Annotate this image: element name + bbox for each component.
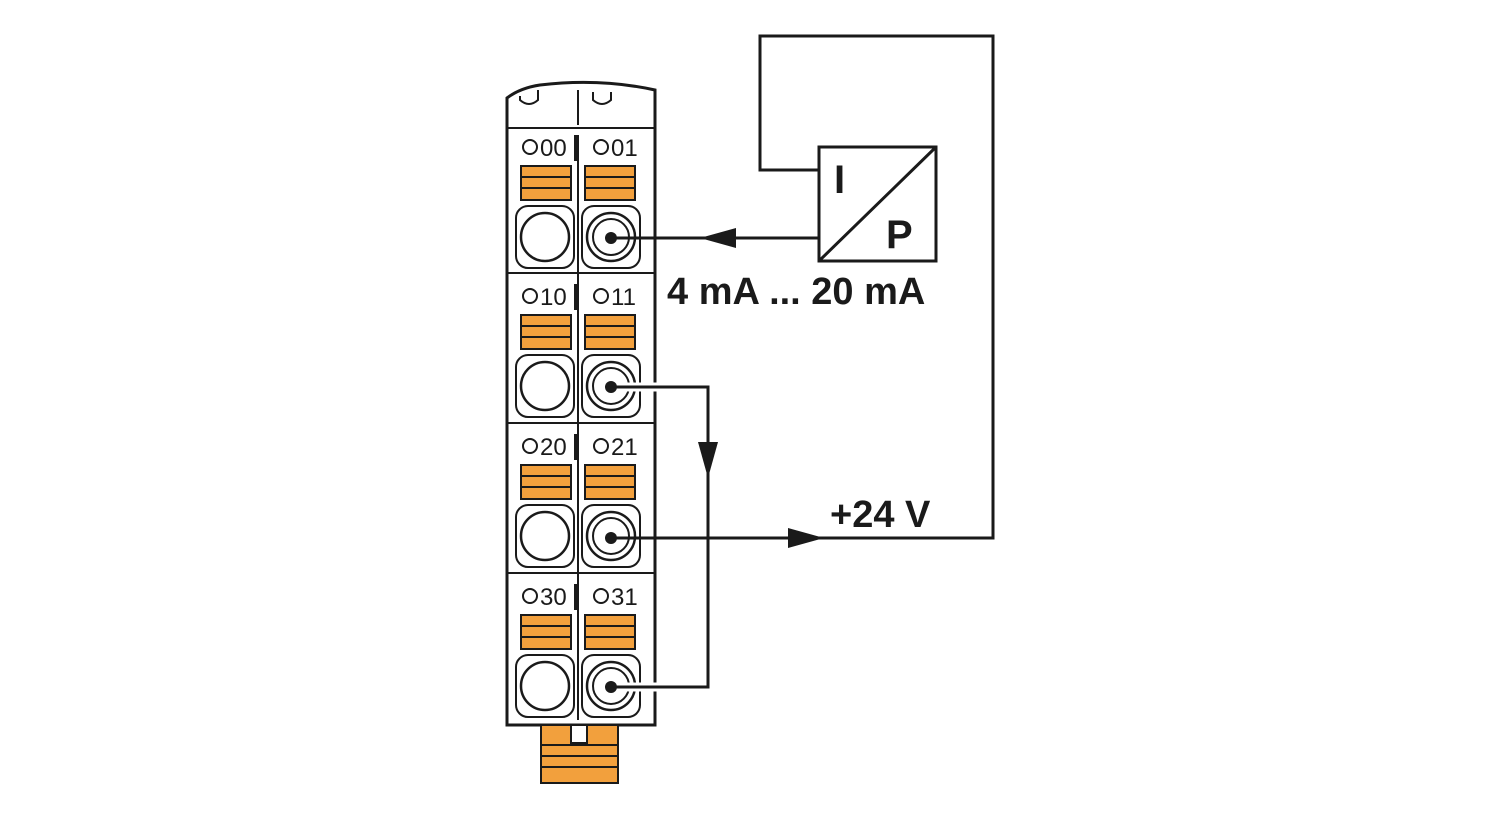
clamp-frame-right bbox=[581, 504, 641, 568]
supply-arrow-icon bbox=[788, 528, 824, 548]
terminal-marker-icon bbox=[522, 438, 538, 454]
terminal-rows: 00 01 10 11 bbox=[507, 127, 655, 718]
terminal-01-dot bbox=[605, 232, 617, 244]
ip-converter: I P bbox=[817, 145, 938, 263]
terminal-marker-icon bbox=[593, 139, 609, 155]
terminal-label: 21 bbox=[611, 434, 638, 461]
converter-output-label: P bbox=[886, 213, 913, 257]
connector-notch bbox=[570, 724, 588, 744]
ip-converter-diagonal bbox=[817, 145, 938, 263]
terminal-marker-icon bbox=[593, 588, 609, 604]
ip-converter-box bbox=[817, 145, 938, 263]
supply-loop-wire bbox=[758, 34, 995, 540]
terminal-label: 20 bbox=[540, 434, 567, 461]
terminal-row: 30 31 bbox=[507, 572, 655, 718]
terminal-label: 11 bbox=[611, 284, 636, 311]
terminal-marker-icon bbox=[522, 288, 538, 304]
label-separator bbox=[574, 434, 578, 460]
bottom-connector bbox=[540, 724, 619, 784]
terminal-block bbox=[505, 80, 657, 727]
wire-entry-left[interactable] bbox=[519, 211, 571, 263]
wire-entry-left[interactable] bbox=[519, 510, 571, 562]
push-lever-right[interactable] bbox=[584, 165, 636, 201]
label-separator bbox=[574, 284, 578, 310]
wire-entry-left[interactable] bbox=[519, 660, 571, 712]
terminal-marker-icon bbox=[593, 288, 609, 304]
terminal-marker-icon bbox=[593, 438, 609, 454]
bridge-arrow-icon bbox=[698, 442, 718, 478]
terminal-21-dot bbox=[605, 532, 617, 544]
terminal-block-housing bbox=[505, 80, 657, 727]
terminal-label: 10 bbox=[540, 284, 567, 311]
housing-latch-right bbox=[592, 92, 612, 105]
terminal-label: 30 bbox=[540, 584, 567, 611]
wiring bbox=[605, 34, 995, 693]
terminal-row: 00 01 bbox=[507, 127, 655, 269]
clamp-frame-left bbox=[515, 354, 575, 418]
push-lever-left[interactable] bbox=[520, 165, 572, 201]
terminal-row: 10 11 bbox=[507, 272, 655, 418]
wire-entry-inner bbox=[592, 517, 630, 555]
label-separator bbox=[574, 584, 578, 610]
terminal-marker-icon bbox=[522, 588, 538, 604]
push-lever-right[interactable] bbox=[584, 464, 636, 500]
terminal-row: 20 21 bbox=[507, 422, 655, 568]
clamp-frame-left bbox=[515, 205, 575, 269]
terminal-31-dot bbox=[605, 681, 617, 693]
wire-entry-left[interactable] bbox=[519, 360, 571, 412]
terminal-label: 31 bbox=[611, 584, 638, 611]
clamp-frame-left bbox=[515, 504, 575, 568]
terminal-label: 01 bbox=[611, 135, 638, 162]
signal-arrow-icon bbox=[700, 228, 736, 248]
housing-latch-left bbox=[519, 90, 539, 105]
converter-input-label: I bbox=[834, 158, 845, 202]
push-lever-right[interactable] bbox=[584, 314, 636, 350]
clamp-frame-left bbox=[515, 654, 575, 718]
terminal-label: 00 bbox=[540, 135, 567, 162]
supply-voltage-label: +24 V bbox=[830, 494, 931, 536]
terminal-11-dot bbox=[605, 381, 617, 393]
push-lever-left[interactable] bbox=[520, 614, 572, 650]
push-lever-left[interactable] bbox=[520, 464, 572, 500]
push-lever-left[interactable] bbox=[520, 314, 572, 350]
push-lever-right[interactable] bbox=[584, 614, 636, 650]
current-range-label: 4 mA ... 20 mA bbox=[667, 271, 925, 313]
label-separator bbox=[574, 135, 578, 161]
terminal-marker-icon bbox=[522, 139, 538, 155]
